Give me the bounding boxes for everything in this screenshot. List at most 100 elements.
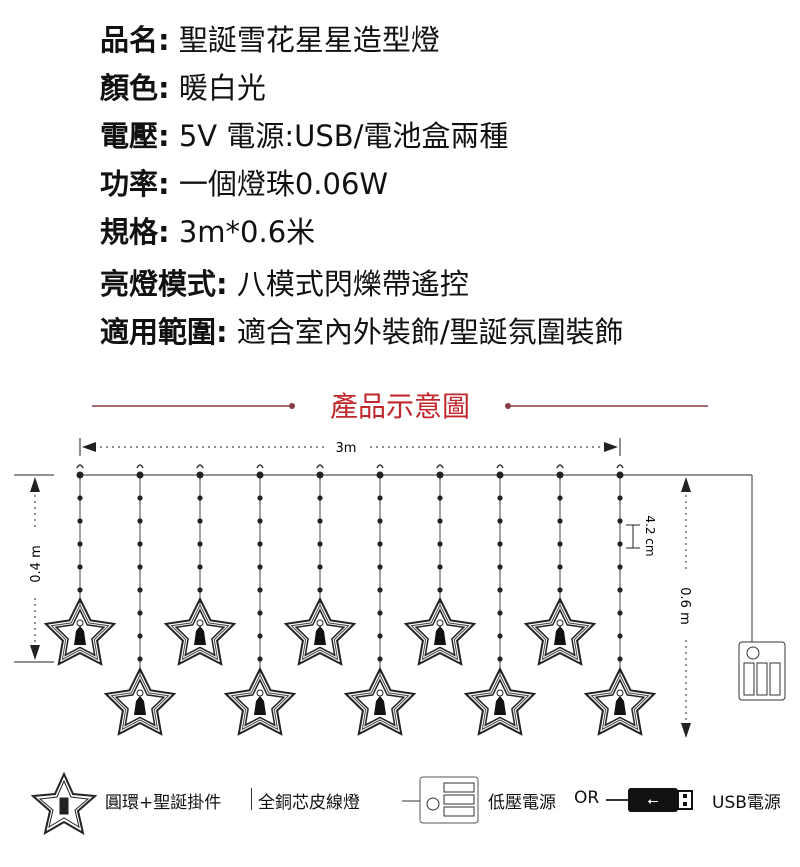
spec-label: 電壓: xyxy=(100,119,170,153)
legend-ornament-label: 圓環+聖誕掛件 xyxy=(105,793,222,813)
led-bead xyxy=(137,633,143,639)
led-bead xyxy=(137,495,143,501)
battery-box-icon xyxy=(402,776,479,824)
light-strand xyxy=(43,464,117,666)
led-bead xyxy=(137,541,143,547)
led-bead xyxy=(257,495,263,501)
led-bead xyxy=(77,541,83,547)
led-bead xyxy=(256,471,264,479)
led-bead xyxy=(496,471,504,479)
led-bead xyxy=(617,541,623,547)
led-bead xyxy=(617,495,623,501)
spec-power: 功率: 一個燈珠0.06W xyxy=(100,164,388,204)
hook-icon xyxy=(196,464,204,469)
led-bead xyxy=(617,656,623,662)
led-bead xyxy=(437,495,443,501)
spec-color: 顏色: 暖白光 xyxy=(100,68,266,108)
led-bead xyxy=(317,564,323,570)
spec-value: 暖白光 xyxy=(178,71,266,105)
star-ornament-icon xyxy=(103,666,177,736)
light-strand xyxy=(163,464,237,666)
led-bead xyxy=(497,564,503,570)
led-bead xyxy=(437,541,443,547)
spec-voltage: 電壓: 5V 電源:USB/電池盒兩種 xyxy=(100,116,508,156)
led-bead xyxy=(257,656,263,662)
led-bead xyxy=(497,610,503,616)
led-bead xyxy=(616,471,624,479)
led-bead xyxy=(497,656,503,662)
light-strands xyxy=(43,464,657,736)
led-bead xyxy=(77,495,83,501)
led-bead xyxy=(377,610,383,616)
led-bead xyxy=(617,610,623,616)
led-bead xyxy=(376,471,384,479)
width-dimension: 3m xyxy=(79,438,621,456)
led-bead xyxy=(497,633,503,639)
light-strand xyxy=(283,464,357,666)
star-ornament-icon xyxy=(283,596,357,666)
spec-usage: 適用範圍: 適合室內外裝飾/聖誕氛圍裝飾 xyxy=(100,312,624,352)
led-bead xyxy=(77,587,83,593)
legend-battery-label: 低壓電源 xyxy=(488,793,556,813)
led-bead xyxy=(137,587,143,593)
led-bead xyxy=(197,564,203,570)
legend-or-label: OR xyxy=(574,788,600,808)
hook-icon xyxy=(436,464,444,469)
star-ornament-icon xyxy=(583,666,657,736)
spacing-label: 4.2 cm xyxy=(643,515,657,556)
wire-icon xyxy=(251,788,252,810)
light-strand xyxy=(223,464,297,736)
spec-label: 功率: xyxy=(100,167,170,201)
hook-icon xyxy=(76,464,84,469)
led-bead xyxy=(557,587,563,593)
spec-value: 聖誕雪花星星造型燈 xyxy=(178,23,440,57)
led-bead xyxy=(557,495,563,501)
led-bead xyxy=(257,541,263,547)
spec-mode: 亮燈模式: 八模式閃爍帶遙控 xyxy=(100,264,469,304)
led-bead xyxy=(617,518,623,524)
legend-wire-label: 全銅芯皮線燈 xyxy=(258,793,360,813)
led-bead xyxy=(437,518,443,524)
led-bead xyxy=(197,518,203,524)
led-bead xyxy=(197,495,203,501)
spec-name: 品名: 聖誕雪花星星造型燈 xyxy=(100,20,440,60)
led-bead xyxy=(377,656,383,662)
battery-box xyxy=(738,641,786,701)
hook-icon xyxy=(316,464,324,469)
led-bead xyxy=(556,471,564,479)
led-bead xyxy=(557,518,563,524)
led-bead xyxy=(617,564,623,570)
led-bead xyxy=(137,610,143,616)
led-bead xyxy=(377,495,383,501)
spec-label: 亮燈模式: xyxy=(100,267,228,301)
legend-usb-label: USB電源 xyxy=(712,793,781,813)
light-strand xyxy=(403,464,477,666)
led-bead xyxy=(437,587,443,593)
product-diagram: 產品示意圖 3m 0.4 m xyxy=(14,390,786,738)
led-bead xyxy=(137,518,143,524)
led-bead xyxy=(257,587,263,593)
led-bead xyxy=(257,518,263,524)
spec-value: 適合室內外裝飾/聖誕氛圍裝飾 xyxy=(236,315,624,349)
led-bead xyxy=(317,587,323,593)
light-strand xyxy=(103,464,177,736)
led-bead xyxy=(317,495,323,501)
short-drop-dimension: 0.4 m xyxy=(14,474,54,663)
hook-icon xyxy=(256,464,264,469)
hook-icon xyxy=(136,464,144,469)
led-bead xyxy=(77,564,83,570)
led-bead xyxy=(437,564,443,570)
led-bead xyxy=(76,471,84,479)
diagram-title: 產品示意圖 xyxy=(330,390,470,423)
led-bead xyxy=(557,564,563,570)
led-bead xyxy=(497,541,503,547)
hook-icon xyxy=(496,464,504,469)
led-bead xyxy=(377,564,383,570)
led-bead xyxy=(617,587,623,593)
led-bead xyxy=(77,518,83,524)
star-ornament-icon xyxy=(463,666,537,736)
hook-icon xyxy=(556,464,564,469)
led-bead xyxy=(436,471,444,479)
star-ornament-icon xyxy=(523,596,597,666)
led-bead xyxy=(377,518,383,524)
